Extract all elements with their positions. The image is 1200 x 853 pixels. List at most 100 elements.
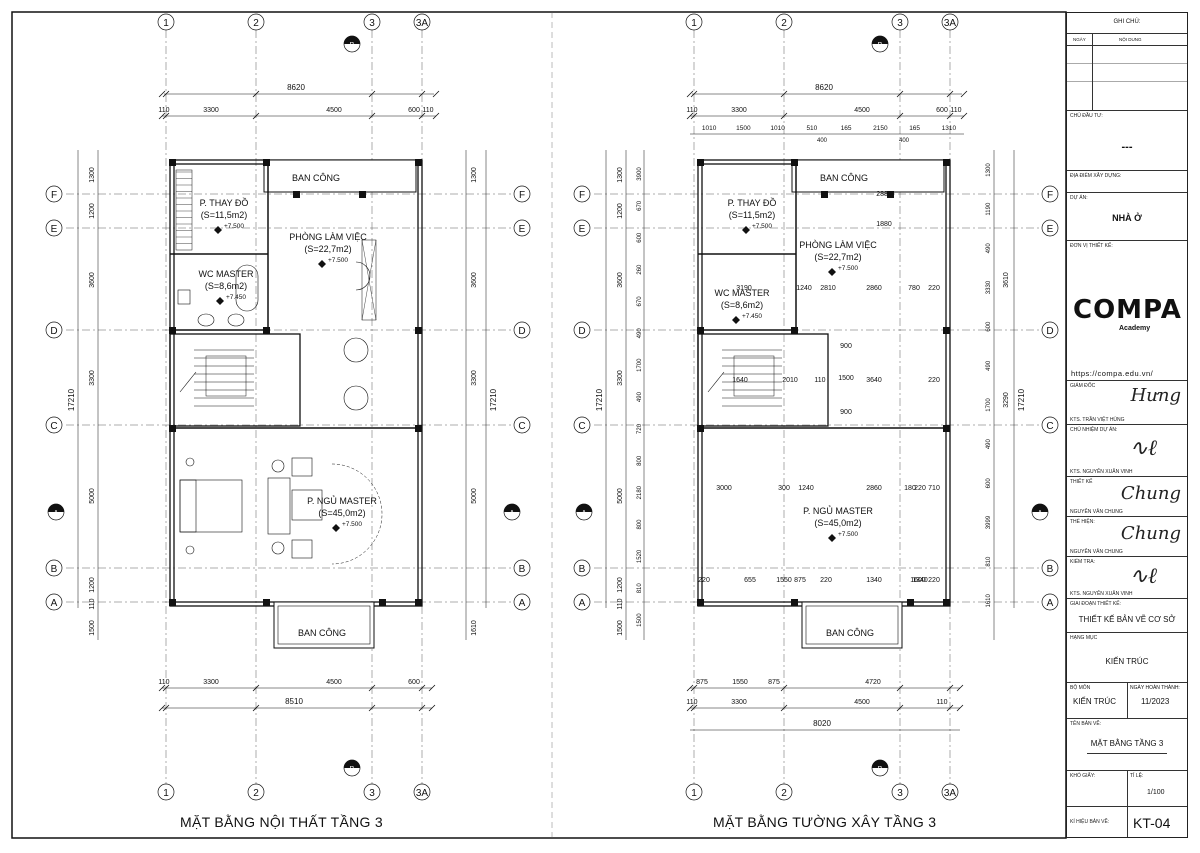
dim-inner: 1240 — [798, 485, 814, 492]
desk-chair — [355, 261, 371, 291]
dim-inner: 2860 — [866, 485, 882, 492]
dim-top-detail2: 400 — [899, 138, 910, 144]
dim-left-part: 1300 — [89, 167, 96, 183]
room-label: BAN CÔNG — [826, 628, 874, 638]
room-label: WC MASTER(S=8,6m2)+7.450 — [199, 269, 254, 305]
dim-right-part: 1610 — [471, 620, 478, 636]
grid-label-left: A — [51, 598, 58, 609]
grid-bubble-left — [573, 219, 591, 237]
drawing-name-section: TÊN BẢN VẼ: MẶT BẰNG TẦNG 3 — [1067, 719, 1187, 771]
dim-tick — [162, 90, 170, 98]
dim-inner: 220 — [914, 485, 926, 492]
owner-label: CHỦ ĐẦU TƯ: — [1070, 113, 1103, 119]
room-name: PHÒNG LÀM VIỆC — [289, 232, 367, 242]
dim-tick — [368, 684, 376, 692]
section-label-a: A — [510, 510, 515, 517]
dim-tick — [162, 112, 170, 120]
design-name: NGUYỄN VĂN CHUNG — [1070, 509, 1123, 515]
dim-left-part: 110 — [617, 598, 624, 609]
column — [169, 599, 176, 606]
section-label-a: A — [54, 510, 59, 517]
bed — [179, 479, 243, 533]
dim-left-detail: 3900 — [637, 167, 643, 181]
room-area: (S=11,5m2) — [201, 210, 248, 220]
grid-bubble-right — [1041, 321, 1059, 339]
dim-left-part: 1500 — [617, 620, 624, 636]
room-name: P. NGỦ MASTER — [803, 505, 873, 516]
dim-inner: 780 — [908, 285, 920, 292]
toilet — [177, 289, 191, 305]
column — [379, 599, 386, 606]
room-level: +7.500 — [224, 223, 244, 230]
room-level: +7.500 — [838, 531, 858, 538]
owner-section: CHỦ ĐẦU TƯ: --- — [1067, 111, 1187, 171]
rug-arc — [331, 463, 383, 565]
grid-label-left: B — [51, 564, 58, 575]
dim-inner: 1240 — [796, 285, 812, 292]
dim-top-part: 3300 — [731, 107, 747, 114]
dim-bottom-part: 600 — [408, 679, 420, 686]
dim-left-detail: 800 — [637, 455, 643, 466]
dim-bottom-total: 8020 — [813, 719, 831, 728]
number-section: KÍ HIỆU BẢN VẼ: KT-04 — [1067, 807, 1187, 837]
grid-bubble-bottom — [157, 783, 175, 801]
grid-label-top: 3 — [369, 18, 375, 29]
grid-bubble-right — [513, 321, 531, 339]
dim-tick — [432, 112, 440, 120]
room-level: +7.500 — [752, 223, 772, 230]
column — [791, 599, 798, 606]
room-area: (S=45,0m2) — [318, 508, 365, 518]
grid-bubble-left — [45, 219, 63, 237]
lounge-chair — [291, 539, 313, 559]
dim-left-part: 1200 — [89, 203, 96, 219]
dim-tick — [158, 684, 166, 692]
dim-inner: 110 — [814, 377, 825, 384]
draw-label: THỂ HIỆN: — [1070, 519, 1095, 525]
dim-inner: 900 — [840, 343, 852, 350]
dim-left-detail: 490 — [637, 328, 643, 339]
room-name: BAN CÔNG — [820, 173, 868, 183]
dim-top-part: 600 — [936, 107, 948, 114]
dim-right-part: 490 — [986, 243, 992, 254]
column — [169, 327, 176, 334]
grid-label-bottom: 3A — [416, 788, 429, 799]
room-level: +7.500 — [342, 521, 362, 528]
sofa — [267, 477, 291, 535]
dim-inner: 1600 — [910, 577, 926, 584]
dim-inner: 220 — [698, 577, 710, 584]
dim-tick — [368, 112, 376, 120]
number-value: KT-04 — [1133, 815, 1171, 831]
grid-bubble-top — [775, 13, 793, 31]
grid-bubble-top — [413, 13, 431, 31]
dim-left-part: 3300 — [617, 370, 624, 386]
design-signature: Chung — [1120, 483, 1181, 504]
dim-top-part: 4500 — [326, 107, 342, 114]
grid-bubble-top — [363, 13, 381, 31]
section-label-b: B — [878, 766, 883, 773]
dim-tick — [428, 704, 436, 712]
dim-top-detail: 2150 — [873, 125, 888, 132]
column — [943, 327, 950, 334]
dim-tick — [686, 704, 694, 712]
pm-label: CHỦ NHIỆM DỰ ÁN: — [1070, 427, 1118, 433]
bathtub — [235, 264, 259, 312]
dim-left-detail: 800 — [637, 519, 643, 530]
stair-landing — [205, 355, 247, 397]
stage-section: GIAI ĐOẠN THIẾT KẾ: THIẾT KẾ BẢN VẼ CƠ S… — [1067, 599, 1187, 633]
grid-label-bottom: 1 — [163, 788, 169, 799]
grid-label-left: E — [51, 224, 58, 235]
level-marker — [318, 260, 326, 268]
dim-inner: 875 — [794, 577, 806, 584]
dim-bottom-part2: 110 — [686, 699, 697, 706]
grid-bubble-right — [513, 219, 531, 237]
dim-tick — [956, 704, 964, 712]
dim-left-part: 1200 — [617, 203, 624, 219]
dim-top-detail: 510 — [806, 125, 817, 132]
room-level: +7.500 — [838, 265, 858, 272]
dim-left-detail: 260 — [637, 264, 643, 275]
grid-label-top: 2 — [253, 18, 259, 29]
check-label: KIỂM TRA: — [1070, 559, 1095, 565]
dim-left-detail: 670 — [637, 200, 643, 211]
dim-tick — [896, 112, 904, 120]
